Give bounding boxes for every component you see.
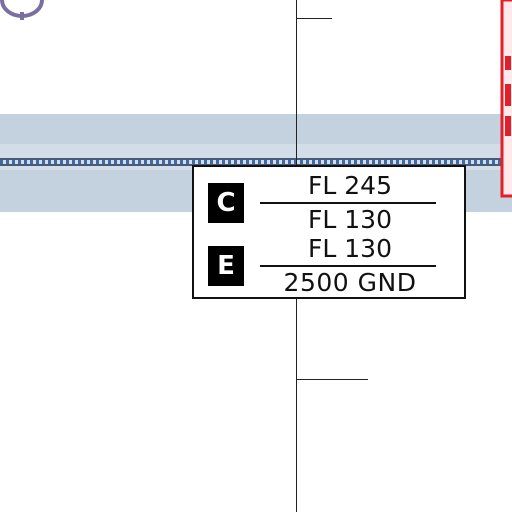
- airspace-class-c-row: C FL 245 FL 130: [194, 167, 464, 234]
- class-c-badge: C: [208, 183, 244, 223]
- restricted-area-edge[interactable]: [500, 0, 512, 198]
- class-e-upper-limit: FL 130: [308, 234, 392, 263]
- class-e-divider: [260, 265, 436, 267]
- airspace-class-label[interactable]: C FL 245 FL 130 E FL 130 2500 GND: [192, 165, 466, 299]
- airway-band-upper: [0, 114, 512, 144]
- class-c-divider: [260, 202, 436, 204]
- airspace-class-e-row: E FL 130 2500 GND: [194, 230, 464, 297]
- class-c-lower-limit: FL 130: [308, 205, 392, 234]
- class-e-lower-limit: 2500 GND: [283, 268, 417, 297]
- vor-navaid-icon[interactable]: [0, 0, 44, 20]
- class-c-upper-limit: FL 245: [308, 171, 392, 200]
- class-e-badge: E: [208, 246, 244, 286]
